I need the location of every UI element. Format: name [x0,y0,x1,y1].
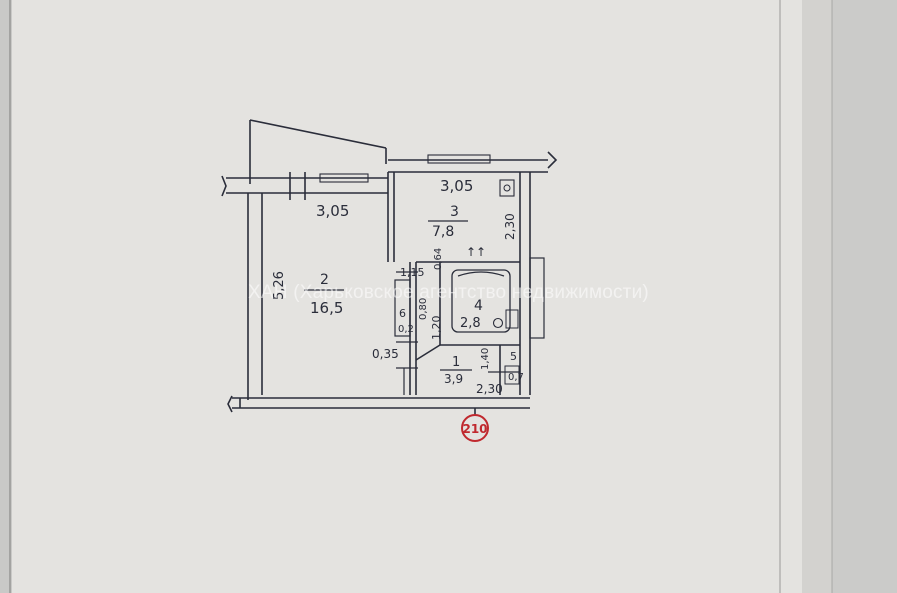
dim-230-bottom-label: 2,30 [476,382,503,396]
dim-top-right-label: 3,05 [440,177,473,195]
dim-115-label: 1,15 [400,266,425,279]
ventilation-mark: ↑↑ [466,245,486,259]
stamp-circle [461,414,489,442]
stamp-number: 210 [462,422,487,436]
dim-035-label: 0,35 [372,347,399,361]
room-1-number: 1 [452,355,460,370]
dim-080-label: 0,80 [418,298,429,320]
walls [221,119,558,416]
room-4-area: 2,8 [460,316,481,331]
room-6-area: 0,2 [398,324,414,335]
sheet-fold [802,0,832,593]
room-2-number: 2 [320,272,329,288]
dim-064-label: 0,64 [433,248,444,270]
room-2-area: 16,5 [310,299,343,317]
dim-526-label: 5,26 [272,271,287,300]
room-4-number: 4 [474,298,483,314]
tick-marks [396,271,520,395]
room-3-number: 3 [450,204,459,220]
room-5-number: 5 [510,350,517,363]
room-6-number: 6 [399,307,406,320]
dim-top-left-label: 3,05 [316,202,349,220]
plan-labels: 3,05 3,05 3 7,8 2,30 5,26 2 16,5 1,15 0,… [272,177,524,396]
room-3-area: 7,8 [432,224,454,240]
next-page [833,0,897,593]
stamp: 210 [461,414,489,442]
dim-140-label: 1,40 [480,348,491,370]
room-5-area: 0,7 [508,372,524,383]
room-1-area: 3,9 [444,372,463,386]
watermark-text: ХАН (Харьковское агентство недвижимости) [248,282,649,303]
dim-230-right-label: 2,30 [503,213,517,240]
paper-sheet [12,0,802,593]
dim-120-label: 1,20 [430,316,443,341]
